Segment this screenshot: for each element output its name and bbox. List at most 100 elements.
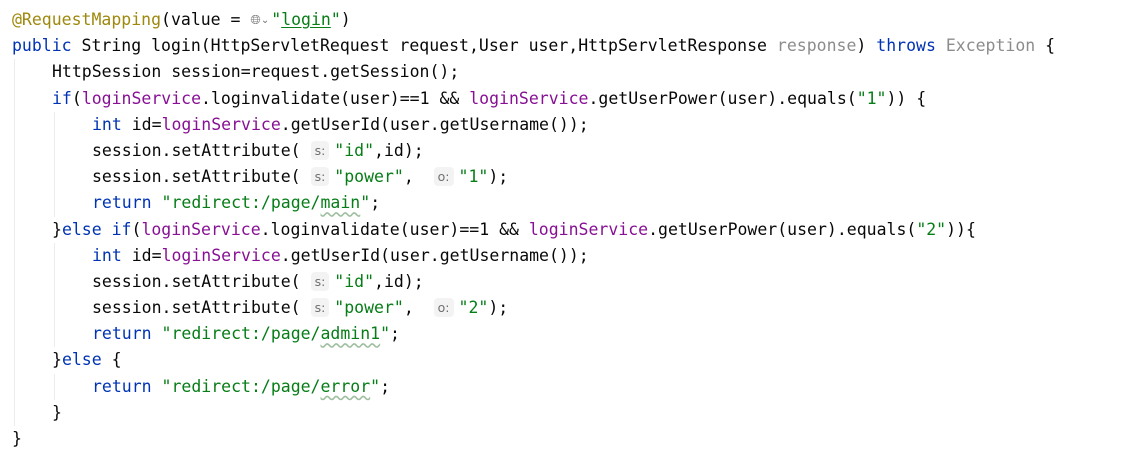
string-literal: " [380, 324, 391, 344]
code-text: session.setAttribute( [92, 298, 301, 318]
code-line[interactable]: return "redirect:/page/error"; [0, 373, 1138, 400]
code-text: .getUserId(user.getUsername()); [280, 245, 589, 265]
string-literal: "id" [334, 140, 375, 160]
code-line[interactable]: session.setAttribute( s:"id",id); [0, 137, 1138, 165]
code-text: , [403, 167, 424, 187]
indent-guide [54, 164, 55, 191]
string-literal: " [370, 376, 381, 396]
indent-guide [14, 399, 15, 426]
code-line[interactable]: session.setAttribute( s:"power", o:"1"); [0, 164, 1138, 191]
spelling-warning: main [320, 193, 361, 213]
code-text: { [101, 350, 122, 370]
code-text: .getUserPower(user).equals( [648, 219, 917, 239]
chevron-down-icon[interactable]: ⌄ [260, 15, 270, 26]
field-reference: loginService [81, 88, 202, 108]
code-text: .getUserId(user.getUsername()); [280, 114, 589, 134]
indent-guide [14, 164, 15, 191]
globe-icon[interactable]: 🌐︎ [250, 13, 261, 28]
code-text: } [52, 402, 62, 422]
string-literal: " [271, 10, 282, 29]
code-line[interactable]: int id=loginService.getUserId(user.getUs… [0, 111, 1138, 138]
indent-guide [14, 268, 15, 296]
indent-guide [54, 321, 55, 348]
keyword: int [92, 114, 122, 134]
indent-guide [54, 190, 55, 217]
indent-guide [14, 216, 15, 243]
string-literal: redirect:/page/ [171, 376, 321, 396]
code-line[interactable]: session.setAttribute( s:"power", o:"2"); [0, 295, 1138, 322]
indent-guide [14, 59, 15, 86]
code-line[interactable]: return "redirect:/page/admin1"; [0, 321, 1138, 348]
code-text: ) [340, 10, 351, 29]
code-text: ; [380, 376, 391, 396]
indent-guide [54, 268, 55, 296]
string-literal: "1" [458, 167, 489, 187]
code-text: ; [370, 193, 381, 213]
parameter-hint: o: [433, 298, 454, 318]
code-text: { [1035, 36, 1056, 56]
code-line[interactable]: @RequestMapping(value = 🌐︎⌄"login") [0, 7, 1138, 33]
string-literal: " [360, 193, 371, 213]
code-line[interactable]: int id=loginService.getUserId(user.getUs… [0, 242, 1138, 269]
keyword: else [61, 219, 102, 239]
string-literal: " [151, 324, 172, 344]
indent-guide [14, 190, 15, 217]
field-reference: loginService [161, 245, 281, 265]
code-text: )){ [946, 219, 976, 239]
code-line[interactable]: } [0, 426, 1138, 452]
indent-guide [14, 295, 15, 322]
code-text: .getUserPower(user).equals( [588, 88, 857, 108]
code-text [102, 220, 112, 239]
string-literal: "1" [856, 88, 887, 108]
code-line[interactable]: } [0, 399, 1138, 426]
code-line[interactable]: }else if(loginService.loginvalidate(user… [0, 216, 1138, 243]
string-literal: redirect:/page/ [171, 193, 321, 213]
keyword: return [92, 193, 152, 213]
code-line[interactable]: if(loginService.loginvalidate(user)==1 &… [0, 85, 1138, 112]
keyword: if [111, 219, 132, 239]
string-literal: "power" [334, 298, 404, 318]
code-text: session.setAttribute( [92, 271, 301, 291]
code-text: HttpSession session=request.getSession()… [52, 62, 460, 82]
parameter-hint: s: [310, 298, 330, 318]
indent-guide [14, 137, 15, 165]
code-text: .loginvalidate(user)==1 && [201, 88, 470, 108]
keyword: else [61, 350, 102, 370]
parameter-hint: s: [310, 271, 330, 291]
field-reference: loginService [141, 219, 261, 239]
code-text: ( [71, 88, 82, 108]
string-literal: redirect:/page/ [171, 324, 321, 344]
field-reference: loginService [469, 88, 589, 108]
spelling-warning: admin1 [320, 324, 381, 344]
code-text: String login(HttpServletRequest request,… [71, 36, 777, 56]
code-line[interactable]: return "redirect:/page/main"; [0, 190, 1138, 217]
indent-guide [14, 111, 15, 138]
parameter-hint: s: [310, 167, 330, 187]
code-line[interactable]: public String login(HttpServletRequest r… [0, 33, 1138, 59]
code-line[interactable]: }else { [0, 347, 1138, 374]
string-literal: "id" [334, 271, 375, 291]
code-line[interactable]: HttpSession session=request.getSession()… [0, 59, 1138, 86]
indent-guide [54, 137, 55, 165]
code-text: session.setAttribute( [92, 140, 301, 160]
code-text: (value = [161, 10, 251, 29]
indent-guide [14, 242, 15, 269]
field-reference: loginService [161, 114, 281, 134]
code-text: id= [121, 245, 162, 265]
keyword: int [92, 245, 122, 265]
code-text: ); [488, 298, 509, 318]
keyword: if [52, 88, 72, 108]
url-link[interactable]: login [281, 10, 331, 29]
indent-guide [14, 321, 15, 348]
code-text: ,id); [374, 140, 424, 160]
code-text: ; [390, 324, 400, 344]
indent-guide [54, 242, 55, 269]
exception-type: Exception [935, 36, 1036, 56]
keyword: return [92, 324, 152, 344]
code-text: ); [488, 167, 509, 187]
string-literal: "2" [916, 219, 947, 239]
code-line[interactable]: session.setAttribute( s:"id",id); [0, 268, 1138, 296]
indent-guide [14, 373, 15, 400]
code-editor[interactable]: @RequestMapping(value = 🌐︎⌄"login") publ… [0, 7, 1138, 452]
code-text: ) [856, 36, 877, 56]
